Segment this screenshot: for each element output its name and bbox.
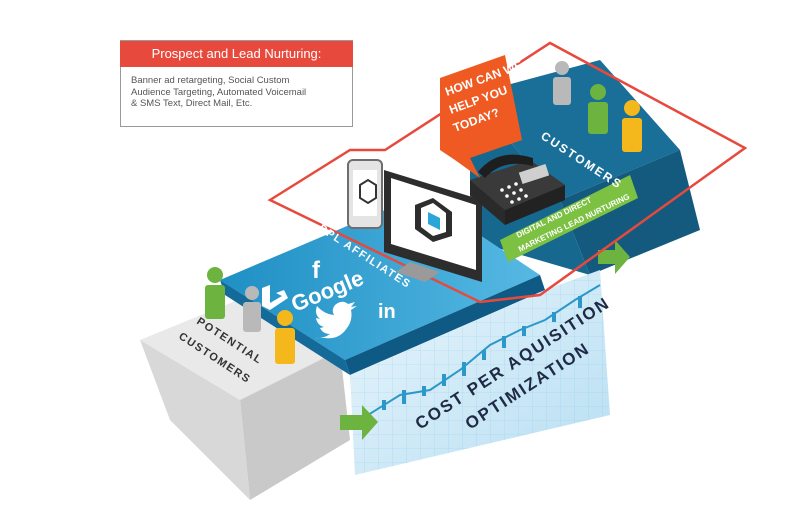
person-icon — [553, 61, 571, 105]
desk-phone-icon — [470, 154, 565, 225]
bing-icon — [262, 285, 288, 310]
cpa-grid-face — [350, 270, 610, 475]
smartphone-icon — [347, 159, 383, 229]
callout-heading: Prospect and Lead Nurturing: — [120, 41, 353, 67]
green-arrow-left-icon — [340, 405, 378, 440]
green-arrow-right-icon — [598, 240, 630, 274]
twitter-icon — [315, 301, 357, 339]
prospect-callout: Prospect and Lead Nurturing: Banner ad r… — [120, 40, 353, 127]
facebook-icon: f — [312, 257, 321, 284]
cpa-trend-line — [359, 284, 601, 421]
person-icon — [622, 100, 642, 152]
customer-figures — [553, 61, 642, 152]
person-icon — [205, 267, 225, 319]
person-icon — [243, 286, 261, 332]
person-icon — [275, 310, 295, 364]
person-icon — [588, 84, 608, 134]
keypad — [500, 182, 528, 204]
potential-customer-figures — [205, 267, 295, 364]
candlesticks — [382, 296, 582, 410]
callout-body-line: Banner ad retargeting, Social Custom — [131, 75, 290, 86]
lead-nurturing-outline — [267, 41, 748, 304]
linkedin-icon: in — [378, 301, 396, 323]
callout-body-line: & SMS Text, Direct Mail, Etc. — [131, 98, 253, 109]
callout-body-line: Audience Targeting, Automated Voicemail — [131, 86, 307, 98]
monitor-icon — [384, 170, 482, 282]
callout-body: Banner ad retargeting, Social Custom Aud… — [121, 67, 352, 110]
